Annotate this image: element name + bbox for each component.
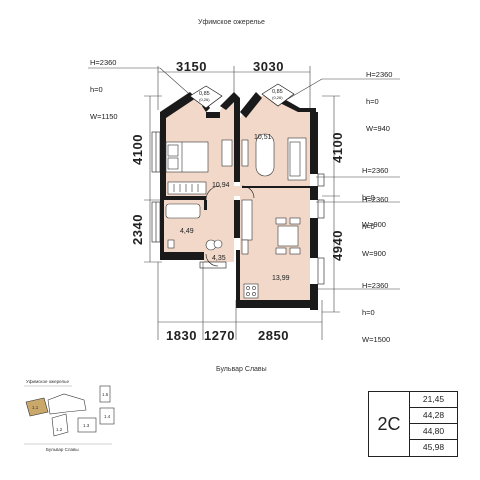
area-living: 21,45 — [410, 392, 457, 408]
windows — [151, 131, 325, 285]
key-plan-section-1: 1.1 — [32, 405, 39, 410]
dim-top-2: 3030 — [253, 59, 284, 74]
street-label-bottom: Бульвар Славы — [216, 366, 267, 373]
dim-right-1: 4100 — [329, 132, 345, 163]
key-plan-section-4: 1.4 — [104, 414, 111, 419]
window-note-2: H=2360 h=0 W=940 — [366, 70, 393, 133]
key-plan-section-3: 1.3 — [83, 423, 90, 428]
dim-bottom-3: 2850 — [258, 328, 289, 343]
balcony-area-2: 0,85 (0,26) — [272, 89, 283, 100]
key-plan-section-5: 1.5 — [102, 392, 109, 397]
key-plan — [24, 385, 115, 445]
room-area-kitchen: 13,99 — [272, 275, 290, 282]
key-plan-street-top: Уфимское ожерелье — [26, 379, 69, 384]
area-total-with-balcony: 44,80 — [410, 424, 457, 440]
dim-left-2: 2340 — [129, 214, 145, 245]
room-area-bedroom: 10,94 — [212, 182, 230, 189]
key-plan-section-2: 1.2 — [56, 427, 63, 432]
apartment-areas: 21,45 44,28 44,80 45,98 — [410, 392, 457, 456]
window-note-1: H=2360 h=0 W=1150 — [90, 58, 118, 121]
apartment-info-box: 2С 21,45 44,28 44,80 45,98 — [368, 391, 458, 457]
balconies — [189, 83, 295, 109]
window-note-5: H=2360 h=0 W=1500 — [362, 281, 391, 344]
furniture — [165, 133, 307, 299]
area-total: 44,28 — [410, 408, 457, 424]
dim-bottom-1: 1830 — [166, 328, 197, 343]
street-label-top: Уфимское ожерелье — [198, 19, 265, 26]
dim-right-2: 4940 — [329, 230, 345, 261]
balcony-area-1: 0,85 (0,26) — [199, 91, 210, 102]
dim-top-1: 3150 — [176, 59, 207, 74]
area-total-full: 45,98 — [422, 442, 445, 452]
room-area-living: 10,51 — [254, 134, 272, 141]
apartment-type: 2С — [369, 392, 410, 456]
key-plan-street-bottom: Бульвар Славы — [46, 447, 79, 452]
dim-left-1: 4100 — [129, 134, 145, 165]
dimension-lines — [88, 66, 400, 340]
room-area-bathroom: 4,49 — [180, 228, 194, 235]
doors — [205, 185, 255, 267]
window-note-3: H=2360 h=0 W=900 — [362, 166, 389, 229]
room-area-hall: 4,35 — [212, 255, 226, 262]
dim-bottom-2: 1270 — [204, 328, 235, 343]
window-note-4: H=2360 h=0 W=900 — [362, 195, 389, 258]
